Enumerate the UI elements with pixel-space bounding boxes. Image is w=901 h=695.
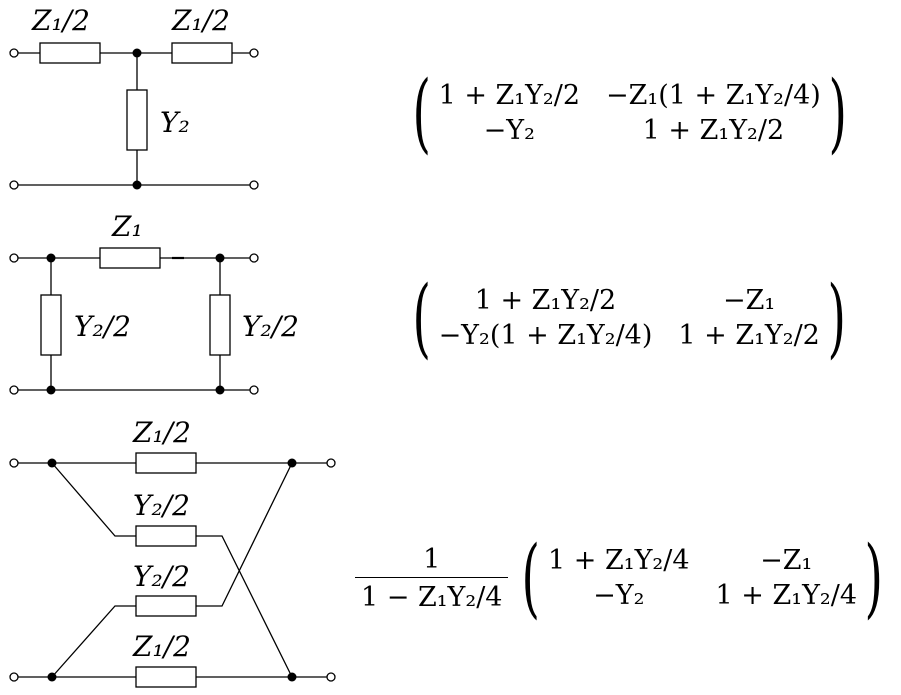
prefactor-fraction: 1 1 − Z₁Y₂/4 bbox=[355, 543, 509, 613]
matrix-entries: 1 + Z₁Y₂/2 −Z₁ −Y₂(1 + Z₁Y₂/4) 1 + Z₁Y₂/… bbox=[439, 285, 820, 351]
right-paren: ) bbox=[864, 528, 884, 628]
t-section-matrix: ( 1 + Z₁Y₂/2 −Z₁(1 + Z₁Y₂/4) −Y₂ 1 + Z₁Y… bbox=[405, 70, 854, 156]
pi-terminal-bottom-left bbox=[9, 385, 19, 395]
pi-terminal-top-right bbox=[249, 253, 259, 263]
lat-label-top-series: Z₁/2 bbox=[132, 416, 191, 449]
t-section-circuit: Z₁/2 Z₁/2 Y₂ bbox=[9, 4, 259, 190]
lat-label-upper-cross: Y₂/2 bbox=[133, 489, 190, 522]
pi-terminal-top-left bbox=[9, 253, 19, 263]
pi-left-shunt-resistor bbox=[40, 294, 62, 356]
matrix-entries: 1 + Z₁Y₂/4 −Z₁ −Y₂ 1 + Z₁Y₂/4 bbox=[548, 545, 857, 611]
lat-lower-cross-resistor bbox=[135, 595, 197, 617]
lat-terminal-top-right bbox=[326, 458, 336, 468]
lat-bottom-series-resistor bbox=[135, 666, 197, 688]
lat-terminal-bottom-left bbox=[9, 672, 19, 682]
lat-top-series-resistor bbox=[135, 452, 197, 474]
matrix-a22: 1 + Z₁Y₂/2 bbox=[678, 320, 820, 351]
pi-section-circuit: Z₁ Y₂/2 Y₂/2 bbox=[9, 210, 299, 395]
t-terminal-top-right bbox=[249, 48, 259, 58]
pi-series-resistor bbox=[99, 247, 161, 269]
t-terminal-bottom-left bbox=[9, 180, 19, 190]
matrix-a21: −Y₂(1 + Z₁Y₂/4) bbox=[438, 320, 653, 351]
pi-terminal-bottom-right bbox=[249, 385, 259, 395]
right-paren: ) bbox=[828, 63, 847, 163]
lat-terminal-bottom-right bbox=[326, 672, 336, 682]
t-shunt-resistor bbox=[126, 89, 148, 151]
t-label-series-left: Z₁/2 bbox=[31, 4, 90, 37]
lat-node-top-right bbox=[287, 458, 297, 468]
t-terminal-top-left bbox=[9, 48, 19, 58]
prefactor-numerator: 1 bbox=[423, 543, 441, 575]
pi-section-matrix: ( 1 + Z₁Y₂/2 −Z₁ −Y₂(1 + Z₁Y₂/4) 1 + Z₁Y… bbox=[405, 275, 853, 361]
lat-node-bottom-left bbox=[47, 672, 57, 682]
lat-lower-cross-wire-left bbox=[51, 605, 136, 678]
left-paren: ( bbox=[412, 63, 432, 163]
matrix-a11: 1 + Z₁Y₂/2 bbox=[474, 285, 617, 316]
matrix-a22: 1 + Z₁Y₂/2 bbox=[642, 115, 785, 146]
pi-label-shunt-left: Y₂/2 bbox=[74, 310, 131, 343]
right-paren: ) bbox=[827, 268, 846, 368]
pi-node-top-left bbox=[46, 253, 56, 263]
lat-node-bottom-right bbox=[287, 672, 297, 682]
pi-node-bottom-right bbox=[215, 385, 225, 395]
matrix-a21: −Y₂ bbox=[593, 580, 645, 611]
prefactor-denominator: 1 − Z₁Y₂/4 bbox=[355, 576, 509, 613]
pi-label-shunt-right: Y₂/2 bbox=[242, 310, 299, 343]
left-paren: ( bbox=[522, 528, 541, 628]
lat-upper-cross-wire-right bbox=[196, 535, 293, 678]
matrix-a11: 1 + Z₁Y₂/4 bbox=[548, 545, 690, 576]
lat-label-lower-cross: Y₂/2 bbox=[133, 560, 190, 593]
left-paren: ( bbox=[412, 268, 432, 368]
matrix-a11: 1 + Z₁Y₂/2 bbox=[438, 80, 581, 111]
t-label-series-right: Z₁/2 bbox=[171, 4, 230, 37]
pi-right-shunt-resistor bbox=[209, 294, 231, 356]
lat-upper-cross-wire-left bbox=[51, 462, 136, 537]
lat-upper-cross-resistor bbox=[135, 525, 197, 547]
lat-label-bottom-series: Z₁/2 bbox=[132, 630, 191, 663]
t-node-top bbox=[132, 48, 142, 58]
t-label-shunt: Y₂ bbox=[160, 106, 190, 139]
matrix-a12: −Z₁ bbox=[723, 285, 776, 316]
t-terminal-bottom-right bbox=[249, 180, 259, 190]
pi-node-bottom-left bbox=[46, 385, 56, 395]
lat-lower-cross-wire-right bbox=[196, 462, 293, 607]
lat-terminal-top-left bbox=[9, 458, 19, 468]
matrix-a12: −Z₁(1 + Z₁Y₂/4) bbox=[606, 80, 821, 111]
matrix-a21: −Y₂ bbox=[483, 115, 535, 146]
lattice-section-circuit: Z₁/2 Y₂/2 Y₂/2 Z₁/2 bbox=[9, 416, 336, 688]
lattice-section-matrix: 1 1 − Z₁Y₂/4 ( 1 + Z₁Y₂/4 −Z₁ −Y₂ 1 + Z₁… bbox=[355, 535, 891, 621]
pi-node-top-right bbox=[215, 253, 225, 263]
pi-label-series: Z₁ bbox=[111, 210, 143, 243]
matrix-a22: 1 + Z₁Y₂/4 bbox=[715, 580, 858, 611]
matrix-entries: 1 + Z₁Y₂/2 −Z₁(1 + Z₁Y₂/4) −Y₂ 1 + Z₁Y₂/… bbox=[439, 80, 821, 146]
t-series-resistor-right bbox=[171, 42, 233, 64]
t-series-resistor-left bbox=[39, 42, 101, 64]
t-node-bottom bbox=[132, 180, 142, 190]
lat-node-top-left bbox=[47, 458, 57, 468]
matrix-a12: −Z₁ bbox=[760, 545, 813, 576]
